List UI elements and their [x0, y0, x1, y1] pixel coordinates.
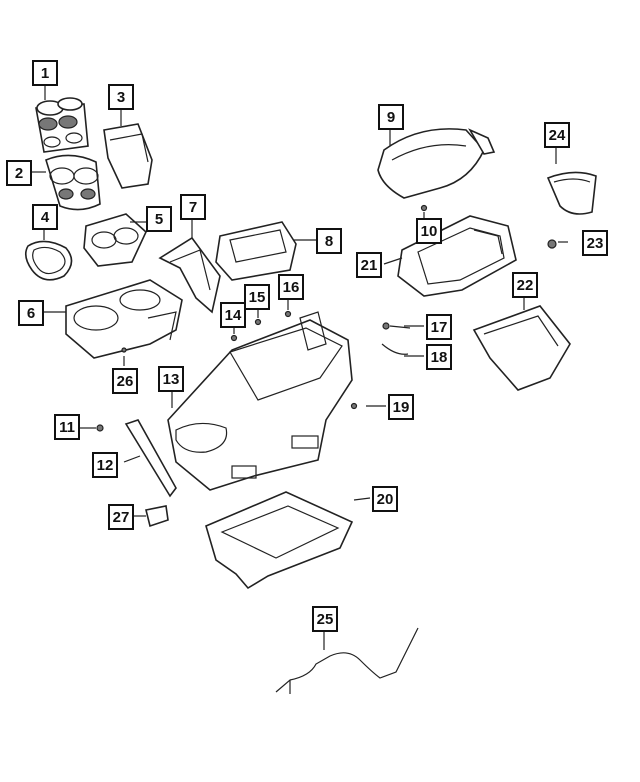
part-console-top	[65, 279, 183, 359]
callout-2: 2	[6, 160, 32, 186]
callout-12: 12	[92, 452, 118, 478]
callout-16: 16	[278, 274, 304, 300]
part-console-mounting-bracket	[205, 491, 354, 590]
callout-18: 18	[426, 344, 452, 370]
callout-4: 4	[32, 204, 58, 230]
part-screw-16	[284, 310, 292, 318]
part-cup-holder-insert	[35, 97, 89, 153]
part-screw-19	[350, 402, 358, 410]
callout-15: 15	[244, 284, 270, 310]
callout-13: 13	[158, 366, 184, 392]
callout-11: 11	[54, 414, 80, 440]
part-grommet	[547, 239, 557, 249]
callout-23: 23	[582, 230, 608, 256]
part-bin-liner	[472, 305, 571, 391]
callout-1: 1	[32, 60, 58, 86]
part-screw-15	[254, 318, 262, 326]
part-storage-bin	[103, 123, 153, 189]
part-cover-cap	[145, 505, 169, 528]
part-screw-14	[230, 334, 238, 342]
part-accessory-tray	[215, 221, 297, 281]
callout-14: 14	[220, 302, 246, 328]
callout-20: 20	[372, 486, 398, 512]
part-cup-holder-base	[45, 154, 101, 211]
part-console-base	[167, 311, 353, 491]
callout-24: 24	[544, 122, 570, 148]
callout-8: 8	[316, 228, 342, 254]
part-connector-17	[382, 322, 390, 330]
callout-27: 27	[108, 504, 134, 530]
callout-5: 5	[146, 206, 172, 232]
part-end-cap	[546, 171, 597, 215]
part-wire-harness	[275, 627, 419, 694]
callout-19: 19	[388, 394, 414, 420]
part-screw-26	[121, 347, 127, 353]
callout-26: 26	[112, 368, 138, 394]
callout-6: 6	[18, 300, 44, 326]
callout-10: 10	[416, 218, 442, 244]
callout-17: 17	[426, 314, 452, 340]
part-harness-18	[381, 343, 409, 355]
part-armrest-housing	[397, 215, 517, 297]
part-side-trim-panel	[124, 419, 177, 498]
callout-9: 9	[378, 104, 404, 130]
part-cup-bezel	[83, 213, 147, 267]
callout-3: 3	[108, 84, 134, 110]
part-screw-10	[420, 204, 428, 212]
callout-22: 22	[512, 272, 538, 298]
callout-25: 25	[312, 606, 338, 632]
part-clip-11	[96, 424, 104, 432]
part-armrest-lid	[377, 128, 496, 199]
part-cup-seal	[24, 240, 73, 281]
callout-21: 21	[356, 252, 382, 278]
callout-7: 7	[180, 194, 206, 220]
